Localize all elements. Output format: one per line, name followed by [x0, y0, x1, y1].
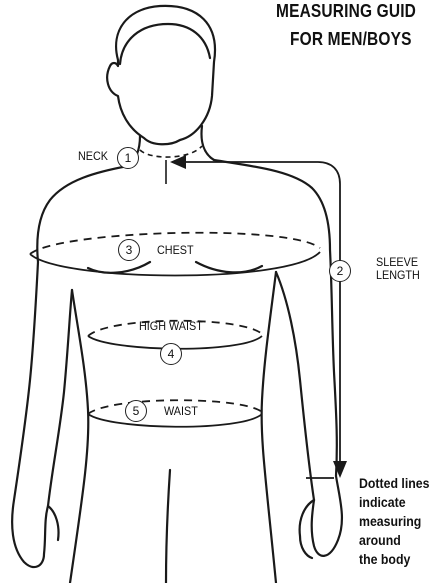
torso-side-left — [70, 290, 88, 583]
note-line: around — [359, 531, 430, 550]
title-line-2: FOR MEN/BOYS — [290, 29, 412, 50]
waist-label: WAIST — [164, 404, 198, 418]
sleeve-number-badge: 2 — [329, 260, 351, 282]
sleeve-corner — [318, 162, 340, 184]
high-waist-number-badge: 4 — [160, 343, 182, 365]
title-line-1: MEASURING GUID — [276, 1, 416, 22]
right-arm-inner — [276, 272, 314, 500]
note-line: Dotted lines — [359, 474, 430, 493]
note-line: indicate — [359, 493, 430, 512]
note-line: measuring — [359, 512, 430, 531]
left-arm-inner — [48, 290, 72, 506]
dotted-lines-note: Dotted lines indicate measuring around t… — [359, 474, 430, 569]
sleeve-label-line-2: LENGTH — [376, 268, 420, 282]
inseam — [166, 470, 170, 583]
chest-number-badge: 3 — [118, 239, 140, 261]
torso-left — [12, 166, 128, 567]
sleeve-length-arrow — [170, 155, 347, 478]
high-waist-label: HIGH WAIST — [139, 319, 203, 333]
head-outline — [107, 6, 215, 144]
waist-number-badge: 5 — [125, 400, 147, 422]
neck-label: NECK — [78, 149, 108, 163]
neck-number-badge: 1 — [117, 147, 139, 169]
torso-right — [214, 160, 342, 556]
note-line: the body — [359, 550, 430, 569]
neck-measure-group — [140, 146, 202, 184]
neck-right — [202, 126, 215, 160]
torso-side-right — [262, 272, 276, 583]
chest-label: CHEST — [157, 243, 194, 257]
sleeve-label-line-1: SLEEVE — [376, 255, 418, 269]
hair-outline — [120, 24, 210, 64]
neck-dashed-line — [140, 146, 202, 157]
left-hand — [48, 506, 59, 540]
